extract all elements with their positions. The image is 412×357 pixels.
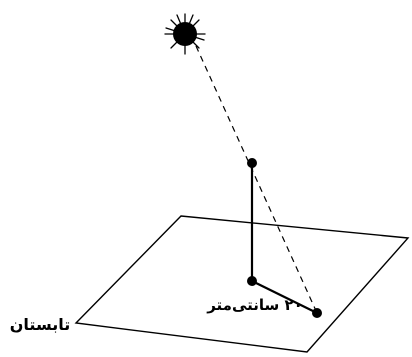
- shadow-tip-point: [312, 308, 322, 318]
- shadow: [251, 280, 318, 314]
- ground-plane: [74, 215, 410, 353]
- season-label: تابستان: [10, 315, 71, 334]
- stick-top-point: [247, 158, 257, 168]
- shadow-length-label: ۲۰ سانتی‌متر: [206, 296, 303, 314]
- stick-base-point: [247, 276, 257, 286]
- sun-ray: [195, 45, 318, 314]
- sun-icon: [164, 13, 206, 55]
